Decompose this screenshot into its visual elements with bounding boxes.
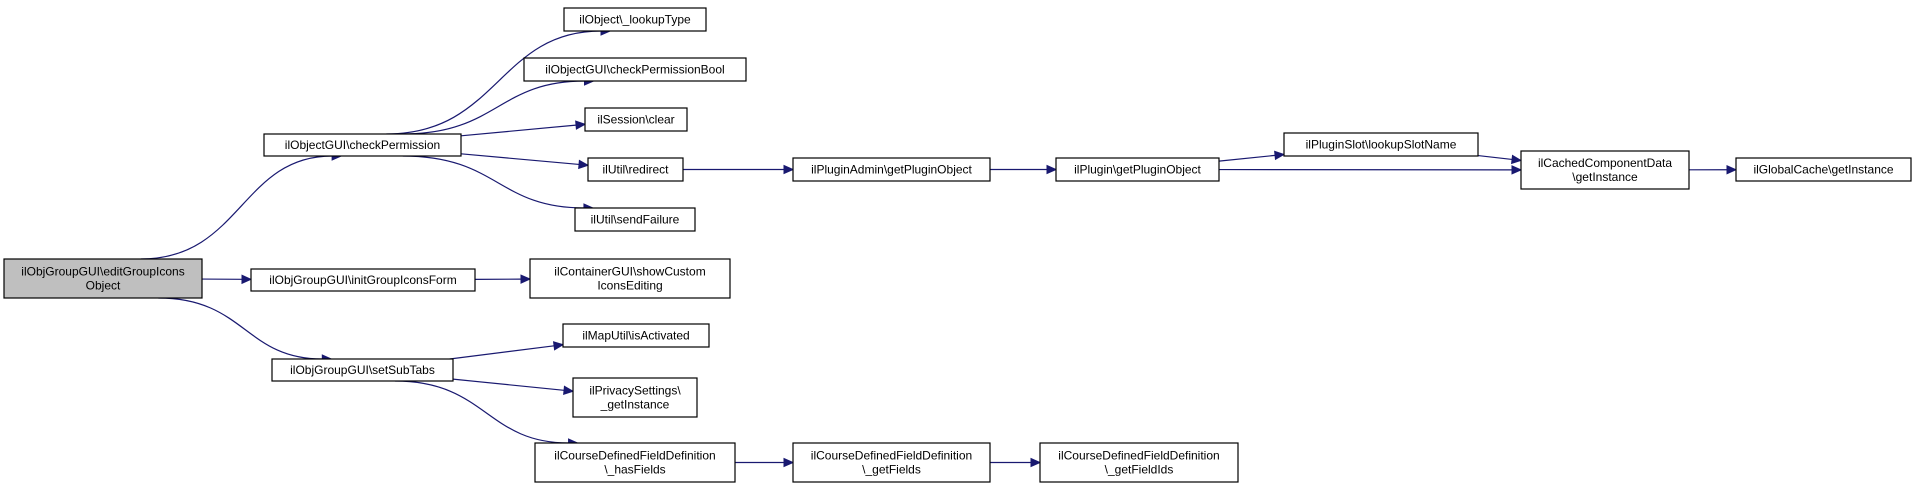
node-label: ilCourseDefinedFieldDefinition: [1058, 449, 1219, 463]
node-label: ilObjGroupGUI\editGroupIcons: [21, 265, 184, 279]
call-edge: [386, 30, 602, 135]
call-edge: [449, 345, 555, 360]
node-box[interactable]: [1520, 150, 1690, 190]
node-label: ilCourseDefinedFieldDefinition: [554, 449, 715, 463]
node-label: ilObjectGUI\checkPermissionBool: [545, 63, 724, 77]
call-edge: [452, 378, 565, 391]
node-getFields[interactable]: ilCourseDefinedFieldDefinition\_getField…: [792, 442, 991, 483]
node-label: ilPrivacySettings\: [589, 384, 681, 398]
arrowhead: [241, 274, 253, 285]
node-box[interactable]: [3, 258, 203, 299]
node-label: ilCourseDefinedFieldDefinition: [811, 449, 972, 463]
arrowhead: [783, 164, 795, 175]
node-label: ilObjectGUI\checkPermission: [285, 138, 440, 152]
node-pluginGetPluginObject[interactable]: ilPlugin\getPluginObject: [1055, 157, 1220, 182]
node-box[interactable]: [529, 258, 731, 299]
node-checkPermissionBool[interactable]: ilObjectGUI\checkPermissionBool: [523, 57, 747, 82]
arrowhead: [563, 385, 575, 396]
arrowhead: [1274, 150, 1286, 161]
node-globalCacheGetInstance[interactable]: ilGlobalCache\getInstance: [1735, 157, 1912, 182]
arrowhead: [1726, 164, 1738, 175]
node-label: ilObjGroupGUI\initGroupIconsForm: [269, 273, 456, 287]
node-label: ilGlobalCache\getInstance: [1753, 163, 1893, 177]
call-edge: [140, 155, 333, 260]
call-edge: [402, 155, 584, 209]
node-lookupType[interactable]: ilObject\_lookupType: [563, 7, 707, 32]
call-edge: [1218, 154, 1276, 162]
node-label: ilObjGroupGUI\setSubTabs: [290, 363, 435, 377]
node-hasFields[interactable]: ilCourseDefinedFieldDefinition\_hasField…: [534, 442, 736, 483]
arrowhead: [520, 274, 532, 284]
node-label: ilPluginSlot\lookupSlotName: [1306, 138, 1457, 152]
node-label: ilMapUtil\isActivated: [582, 329, 689, 343]
node-box[interactable]: [271, 358, 454, 382]
node-label: ilPlugin\getPluginObject: [1074, 163, 1201, 177]
node-box[interactable]: [1055, 157, 1220, 182]
node-box[interactable]: [574, 207, 696, 232]
node-lookupSlotName[interactable]: ilPluginSlot\lookupSlotName: [1283, 132, 1479, 157]
call-edge: [460, 124, 577, 137]
node-box[interactable]: [572, 377, 698, 418]
node-box[interactable]: [792, 442, 991, 483]
node-label: ilUtil\redirect: [602, 163, 669, 177]
node-setSubTabs[interactable]: ilObjGroupGUI\setSubTabs: [271, 358, 454, 382]
node-label: ilCachedComponentData: [1538, 156, 1672, 170]
node-sessionClear[interactable]: ilSession\clear: [584, 107, 688, 132]
node-isActivated[interactable]: ilMapUtil\isActivated: [562, 323, 710, 348]
node-label: ilPluginAdmin\getPluginObject: [811, 163, 972, 177]
call-edge: [394, 380, 569, 444]
arrowhead: [578, 159, 590, 170]
arrowhead: [1511, 154, 1523, 165]
node-label: \_hasFields: [604, 463, 665, 477]
node-label: ilObject\_lookupType: [579, 13, 691, 27]
call-edge: [1477, 154, 1513, 161]
node-box[interactable]: [534, 442, 736, 483]
node-adminGetPluginObject[interactable]: ilPluginAdmin\getPluginObject: [792, 157, 991, 182]
call-edge: [158, 297, 323, 360]
node-box[interactable]: [1735, 157, 1912, 182]
node-sendFailure[interactable]: ilUtil\sendFailure: [574, 207, 696, 232]
node-box[interactable]: [1039, 442, 1239, 483]
node-box[interactable]: [250, 268, 476, 292]
arrowhead: [1030, 457, 1042, 468]
node-label: ilSession\clear: [597, 113, 674, 127]
node-cachedGetInstance[interactable]: ilCachedComponentData\getInstance: [1520, 150, 1690, 190]
node-label: \getInstance: [1572, 170, 1638, 184]
arrowhead: [1511, 165, 1523, 175]
node-label: _getInstance: [600, 398, 670, 412]
edges-layer: [140, 26, 1738, 468]
node-redirect[interactable]: ilUtil\redirect: [587, 157, 684, 182]
node-label: ilContainerGUI\showCustom: [554, 265, 705, 279]
node-checkPermission[interactable]: ilObjectGUI\checkPermission: [263, 133, 462, 157]
arrowhead: [575, 120, 587, 130]
node-label: IconsEditing: [597, 279, 662, 293]
node-label: Object: [86, 279, 121, 293]
node-box[interactable]: [584, 107, 688, 132]
call-edge: [460, 153, 580, 166]
node-label: ilUtil\sendFailure: [591, 213, 680, 227]
node-label: \_getFieldIds: [1105, 463, 1174, 477]
node-box[interactable]: [523, 57, 747, 82]
node-box[interactable]: [1283, 132, 1479, 157]
node-label: \_getFields: [862, 463, 921, 477]
node-initGroupIconsForm[interactable]: ilObjGroupGUI\initGroupIconsForm: [250, 268, 476, 292]
arrowhead: [783, 457, 795, 468]
node-getFieldIds[interactable]: ilCourseDefinedFieldDefinition\_getField…: [1039, 442, 1239, 483]
arrowhead: [552, 341, 565, 351]
node-box[interactable]: [792, 157, 991, 182]
node-box[interactable]: [562, 323, 710, 348]
call-edge: [402, 80, 585, 135]
arrowhead: [1046, 164, 1058, 175]
node-box[interactable]: [263, 133, 462, 157]
node-privacyGetInstance[interactable]: ilPrivacySettings\_getInstance: [572, 377, 698, 418]
node-box[interactable]: [563, 7, 707, 32]
node-box[interactable]: [587, 157, 684, 182]
